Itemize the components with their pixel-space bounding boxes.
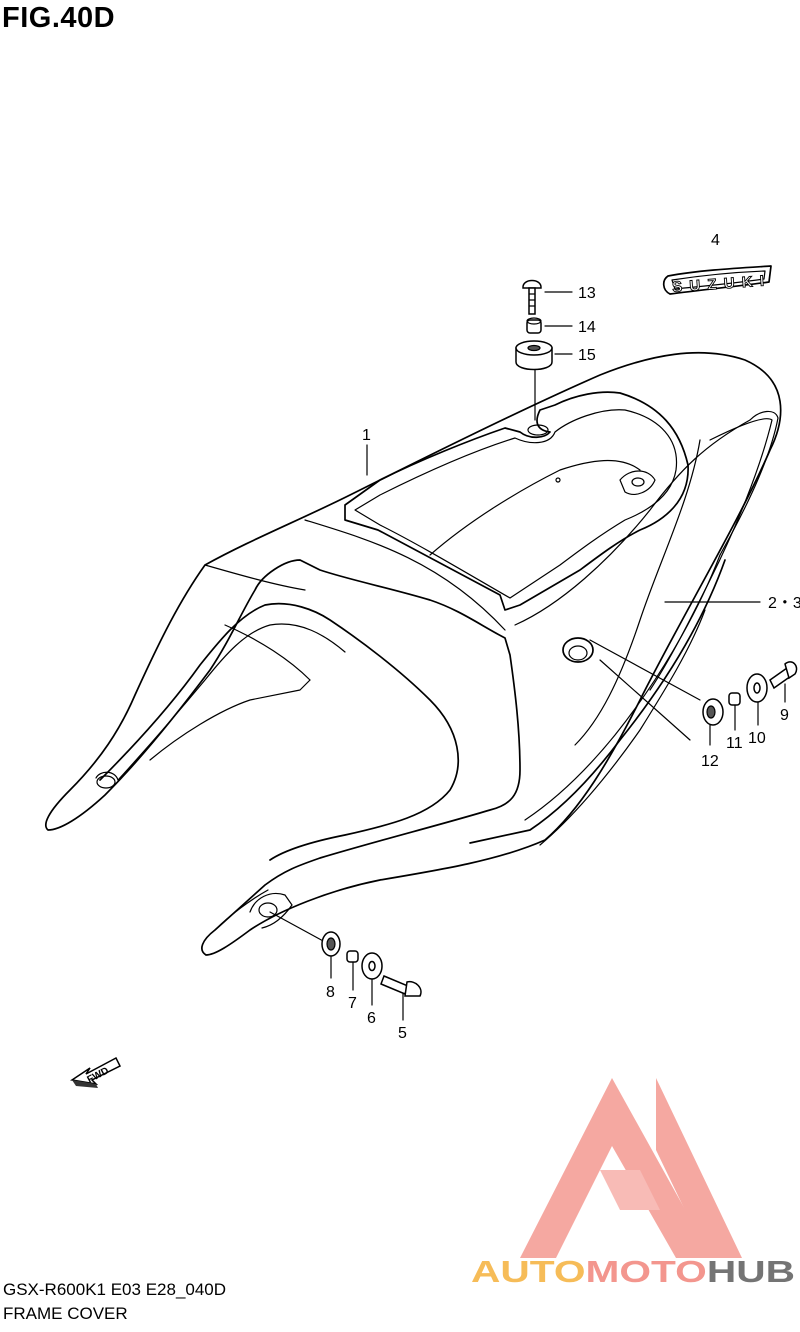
grommet-part-8[interactable] [321, 931, 341, 957]
label-part-6: 6 [367, 1010, 376, 1027]
label-part-15: 15 [578, 347, 596, 364]
label-part-13: 13 [578, 285, 596, 302]
label-part-5: 5 [398, 1025, 407, 1042]
model-code: GSX-R600K1 E03 E28_040D [3, 1280, 227, 1299]
label-part-2-3: 2・3 [768, 595, 800, 612]
watermark-logo [520, 1078, 742, 1258]
washer-part-10[interactable] [746, 673, 768, 703]
label-part-10: 10 [748, 730, 766, 747]
section-name: FRAME COVER [3, 1304, 128, 1323]
forward-arrow-icon: FWD [70, 1056, 122, 1088]
watermark-hub: HUB [707, 1254, 795, 1289]
label-part-7: 7 [348, 995, 357, 1012]
suzuki-emblem-part-4[interactable]: SUZUKI [662, 265, 772, 296]
label-part-12: 12 [701, 753, 719, 770]
label-part-14: 14 [578, 319, 596, 336]
label-part-11: 11 [726, 735, 743, 752]
frame-cover-part-1[interactable] [44, 351, 782, 956]
label-part-4: 4 [711, 232, 720, 249]
watermark-moto: MOTO [586, 1254, 707, 1289]
label-part-1: 1 [362, 427, 371, 444]
part-number-labels: 1 2・3 4 13 14 15 9 10 11 12 8 7 6 5 [326, 232, 800, 1042]
label-part-8: 8 [326, 984, 335, 1001]
grommet-part-15[interactable] [515, 340, 553, 371]
grommet-part-12[interactable] [702, 698, 724, 726]
spacer-part-14[interactable] [526, 317, 542, 334]
washer-part-6[interactable] [361, 952, 383, 980]
watermark-auto: AUTO [471, 1254, 586, 1289]
bolt-part-9[interactable] [769, 661, 798, 690]
collar-part-11[interactable] [728, 692, 741, 706]
collar-part-7[interactable] [346, 950, 359, 963]
label-part-9: 9 [780, 707, 789, 724]
screw-part-13[interactable] [522, 279, 542, 315]
leader-lines [269, 291, 786, 1021]
figure-title: FIG.40D [2, 2, 116, 34]
bolt-part-5[interactable] [380, 975, 422, 997]
